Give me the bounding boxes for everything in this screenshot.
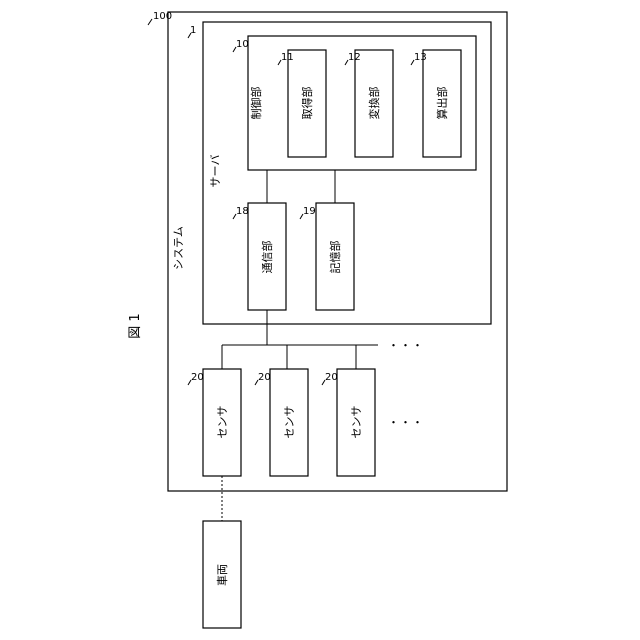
- control-unit-label: 制御部: [249, 87, 263, 120]
- sensor-ref-1: 20: [191, 372, 204, 383]
- system-ref: 100: [153, 11, 172, 22]
- calculation-unit-label: 算出部: [435, 87, 449, 120]
- acquisition-unit-label: 取得部: [300, 87, 314, 120]
- acquisition-unit-ref: 11: [281, 52, 294, 63]
- storage-unit-label: 記憶部: [328, 241, 342, 274]
- figure-label: 図 1: [128, 313, 143, 338]
- sensor-ref-2: 20: [258, 372, 271, 383]
- system-label: システム: [172, 226, 185, 270]
- server-box: [203, 22, 491, 324]
- sensor-label-1: センサ: [216, 406, 229, 439]
- conversion-unit-ref: 12: [348, 52, 361, 63]
- server-ref: 1: [190, 25, 196, 36]
- bus-ellipsis: ・・・: [388, 339, 424, 352]
- communication-unit-ref: 18: [236, 206, 249, 217]
- communication-unit-label: 通信部: [260, 241, 274, 274]
- sensor-ref-3: 20: [325, 372, 338, 383]
- server-label: サーバ: [209, 155, 222, 188]
- sensor-label-3: センサ: [350, 406, 363, 439]
- storage-unit-ref: 19: [303, 206, 316, 217]
- control-unit-ref: 10: [236, 39, 249, 50]
- sensor-label-2: センサ: [283, 406, 296, 439]
- calculation-unit-ref: 13: [414, 52, 427, 63]
- vehicle-label: 車両: [215, 564, 229, 586]
- conversion-unit-label: 変換部: [367, 87, 381, 120]
- system-ref-leader: [148, 19, 152, 25]
- sensor-ellipsis: ・・・: [388, 416, 424, 429]
